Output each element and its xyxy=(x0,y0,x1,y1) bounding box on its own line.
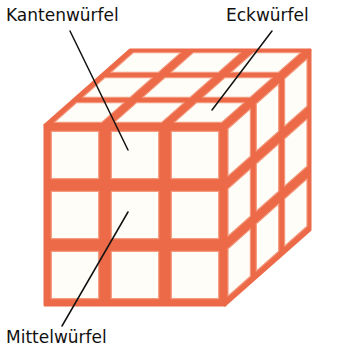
cube-face xyxy=(225,50,310,305)
cube-sticker xyxy=(256,144,278,211)
part-label: Eckwürfel xyxy=(226,6,309,26)
leader-line xyxy=(62,212,128,326)
cube-sticker xyxy=(256,84,278,151)
cube-sticker xyxy=(143,78,213,98)
cube-sticker xyxy=(285,59,307,126)
leader-line xyxy=(70,31,128,150)
cube-sticker xyxy=(228,109,250,176)
cube-sticker xyxy=(228,229,250,296)
cube-face xyxy=(45,125,225,305)
cube-sticker xyxy=(171,53,241,73)
cube-sticker xyxy=(228,169,250,236)
cube-sticker xyxy=(171,131,218,178)
cube-sticker xyxy=(171,251,218,298)
cube-sticker xyxy=(111,131,158,178)
cube-sticker xyxy=(171,191,218,238)
cube-sticker xyxy=(256,204,278,271)
leader-line xyxy=(212,31,272,110)
cube-sticker xyxy=(285,119,307,186)
cube-sticker xyxy=(111,251,158,298)
cube-sticker xyxy=(83,78,153,98)
cube-sticker xyxy=(114,103,184,123)
part-label: Kantenwürfel xyxy=(6,6,119,26)
cube-sticker xyxy=(51,191,98,238)
part-label: Mittelwürfel xyxy=(6,328,107,348)
cube-sticker xyxy=(111,191,158,238)
cube-sticker xyxy=(111,53,181,73)
rubiks-cube xyxy=(45,50,310,305)
cube-sticker xyxy=(285,179,307,246)
cube-sticker xyxy=(51,131,98,178)
